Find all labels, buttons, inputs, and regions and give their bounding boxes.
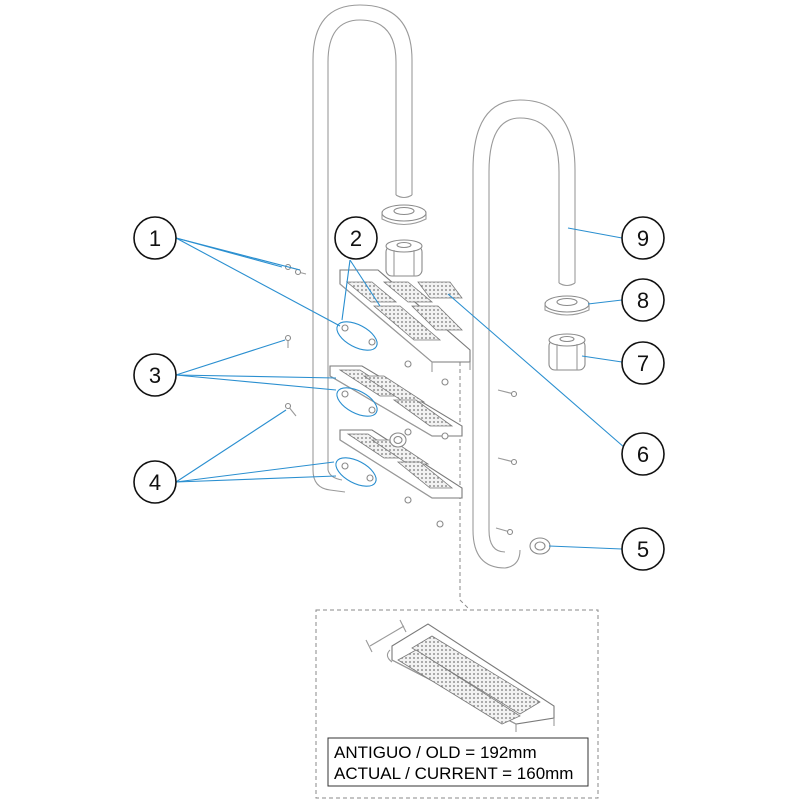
callout-1: 1 xyxy=(133,216,177,260)
left-escutcheon xyxy=(381,204,427,226)
callout-8-label: 8 xyxy=(637,288,649,313)
callout-3-label: 3 xyxy=(149,363,161,388)
callout-1-label: 1 xyxy=(149,226,161,251)
callout-4-label: 4 xyxy=(149,470,161,495)
anti-slip-pad xyxy=(417,281,463,299)
detail-note-old: ANTIGUO / OLD = 192mm xyxy=(334,743,537,762)
step-detail-inset: ANTIGUO / OLD = 192mm ACTUAL / CURRENT =… xyxy=(315,609,599,799)
callout-6: 6 xyxy=(621,432,665,476)
bumper-cap-small xyxy=(389,432,407,448)
callout-3: 3 xyxy=(133,353,177,397)
detail-note-current: ACTUAL / CURRENT = 160mm xyxy=(334,764,573,783)
right-escutcheon xyxy=(544,295,590,316)
step-top xyxy=(339,269,471,372)
highlight-rings xyxy=(335,321,378,487)
callout-9: 9 xyxy=(621,216,665,260)
callout-7: 7 xyxy=(621,341,665,385)
right-anchor-bracket xyxy=(548,333,586,371)
leader-lines xyxy=(175,227,626,550)
callout-7-label: 7 xyxy=(637,351,649,376)
end-cap xyxy=(529,537,551,555)
callout-5-label: 5 xyxy=(637,537,649,562)
bolts-left xyxy=(284,263,307,417)
callout-5: 5 xyxy=(621,527,665,571)
callout-2-label: 2 xyxy=(350,226,362,251)
callout-6-label: 6 xyxy=(637,442,649,467)
left-anchor-bracket xyxy=(385,239,423,277)
right-handrail xyxy=(472,99,576,569)
callout-9-label: 9 xyxy=(637,226,649,251)
detail-projection-line xyxy=(459,362,471,611)
bolts-right xyxy=(495,389,518,536)
step-bottom xyxy=(339,429,463,499)
step-middle xyxy=(329,365,463,437)
callout-4: 4 xyxy=(133,460,177,504)
step-washers xyxy=(341,324,449,528)
callout-8: 8 xyxy=(621,278,665,322)
callout-2: 2 xyxy=(334,216,378,260)
